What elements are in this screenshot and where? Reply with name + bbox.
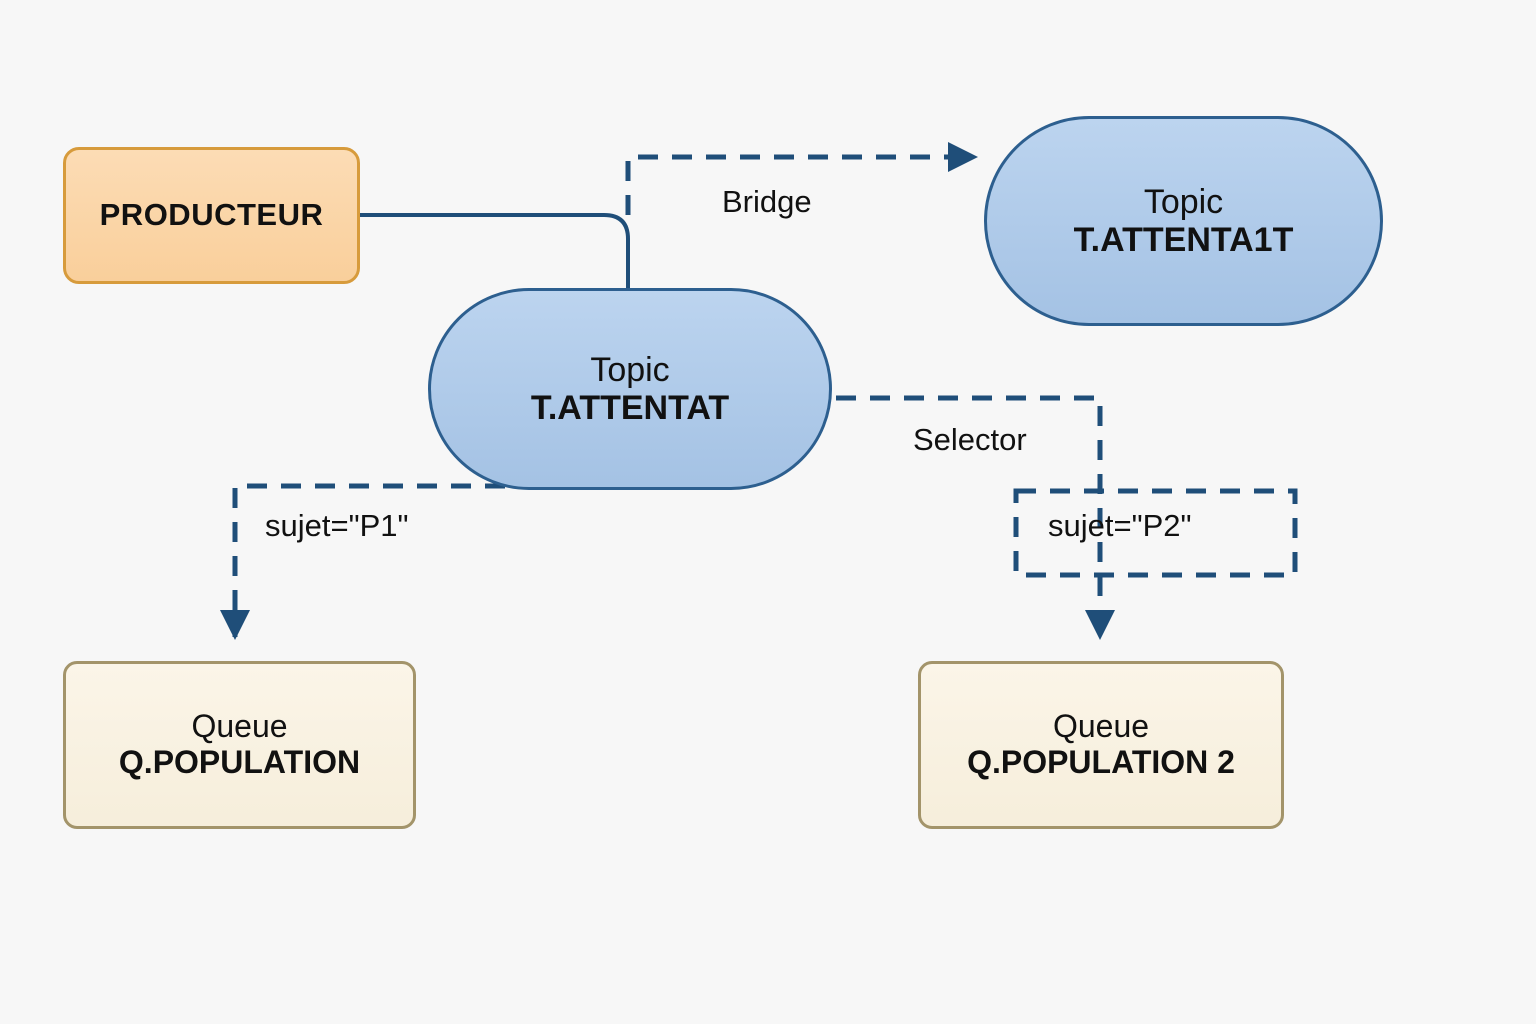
node-topic-attentat[interactable]: Topic T.ATTENTAT: [428, 288, 832, 490]
edge-producteur-to-topic: [360, 213, 630, 290]
edge-label-selector-p2: sujet="P2": [1048, 508, 1192, 543]
node-producteur[interactable]: PRODUCTEUR: [63, 147, 360, 284]
node-queue-population2-name: Q.POPULATION 2: [967, 744, 1235, 780]
node-queue-population[interactable]: Queue Q.POPULATION: [63, 661, 416, 829]
node-topic-attentat1t[interactable]: Topic T.ATTENTA1T: [984, 116, 1383, 326]
node-queue-population-name: Q.POPULATION: [118, 744, 361, 780]
node-queue-population2-kind: Queue: [1052, 708, 1150, 745]
selector-p2-label-box: [1013, 488, 1298, 578]
node-topic-attentat-kind: Topic: [590, 350, 670, 389]
node-queue-population-kind: Queue: [191, 708, 288, 745]
node-queue-population2[interactable]: Queue Q.POPULATION 2: [918, 661, 1284, 829]
node-topic-attentat1t-kind: Topic: [1143, 182, 1224, 221]
edge-label-selector: Selector: [913, 422, 1027, 457]
node-producteur-label: PRODUCTEUR: [99, 197, 324, 233]
edge-bridge: [625, 142, 978, 215]
node-topic-attentat-name: T.ATTENTAT: [530, 389, 730, 427]
edge-label-selector-p1: sujet="P1": [265, 508, 409, 543]
edge-label-bridge: Bridge: [722, 184, 812, 219]
node-topic-attentat1t-name: T.ATTENTA1T: [1073, 221, 1294, 259]
edge-selector-p2: [836, 395, 1115, 640]
